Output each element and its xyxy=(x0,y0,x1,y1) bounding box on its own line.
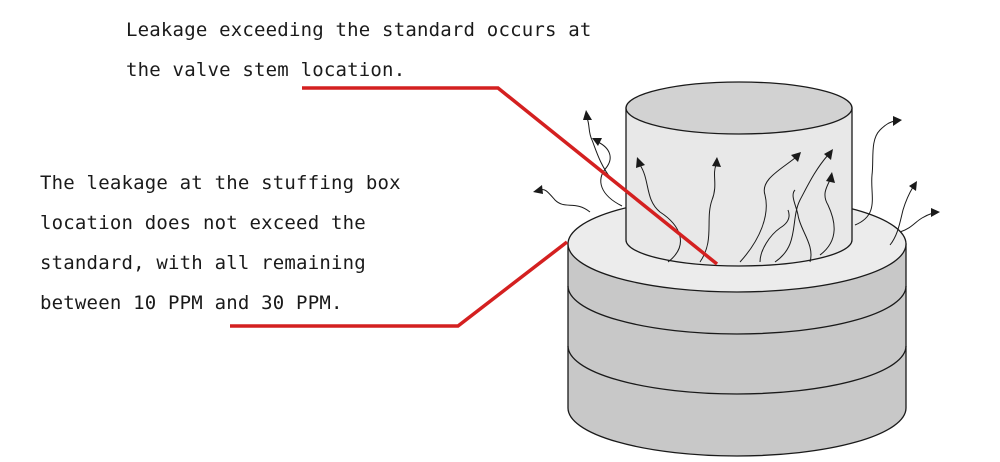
valve-stem xyxy=(625,81,853,267)
arrow-head-icon xyxy=(931,208,940,217)
arrow-head-icon xyxy=(893,116,902,126)
leader-lines xyxy=(230,86,719,328)
stem-leak-leader xyxy=(302,86,719,266)
stuffing-box-ring-1 xyxy=(567,285,907,335)
arrow-head-icon xyxy=(712,157,721,167)
wavy-arrow-icon xyxy=(699,164,717,263)
arrow-head-icon xyxy=(583,110,592,120)
wavy-arrow-icon xyxy=(739,157,796,263)
stuffing-box-side xyxy=(567,243,907,457)
valve-stem-side xyxy=(625,107,853,267)
stem-leak-annotation: Leakage exceeding the standard occurs at… xyxy=(126,10,592,90)
leak-paths xyxy=(533,110,940,263)
wavy-arrow-icon xyxy=(774,154,829,263)
wavy-arrow-icon xyxy=(792,189,812,263)
stuffing-box-ring-2 xyxy=(567,345,907,395)
wavy-arrow-icon xyxy=(899,212,934,233)
arrow-head-icon xyxy=(636,157,645,168)
arrow-head-icon xyxy=(909,181,917,191)
annotation-line: Leakage exceeding the standard occurs at xyxy=(126,19,592,41)
annotation-line: between 10 PPM and 30 PPM. xyxy=(40,292,343,314)
arrow-head-icon xyxy=(592,138,602,146)
annotation-line: standard, with all remaining xyxy=(40,252,366,274)
wavy-arrow-icon xyxy=(586,117,613,181)
annotation-line: the valve stem location. xyxy=(126,59,406,81)
wavy-arrow-icon xyxy=(639,164,681,263)
wavy-arrow-icon xyxy=(854,120,896,226)
stuffing-box-leader xyxy=(230,240,569,328)
annotation-line: The leakage at the stuffing box xyxy=(40,172,401,194)
arrow-head-icon xyxy=(791,152,801,162)
valve-stem-top xyxy=(625,81,853,135)
wavy-arrow-icon xyxy=(819,179,835,256)
wavy-arrow-icon xyxy=(889,186,914,246)
wavy-arrow-icon xyxy=(759,209,790,263)
arrow-head-icon xyxy=(533,185,543,194)
arrow-head-icon xyxy=(826,172,835,183)
wavy-arrow-icon xyxy=(597,141,623,207)
annotation-line: location does not exceed the xyxy=(40,212,366,234)
wavy-arrow-icon xyxy=(539,189,591,213)
arrow-head-icon xyxy=(824,149,833,160)
stuffing-box-annotation: The leakage at the stuffing box location… xyxy=(40,163,401,323)
